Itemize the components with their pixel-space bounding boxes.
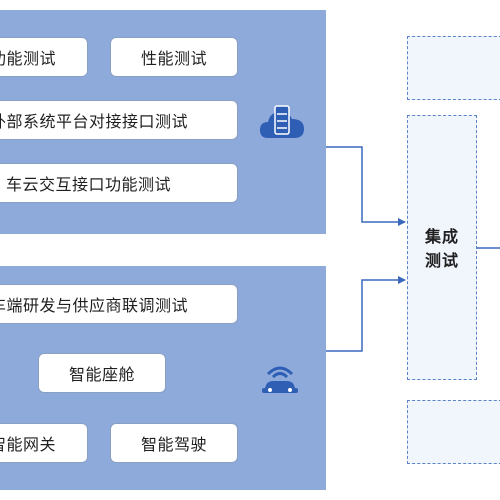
smart-gateway-label: 智能网关 (0, 435, 57, 454)
integration-test-label: 集成 测试 (407, 225, 477, 273)
smart-cockpit-box: 智能座舱 (38, 353, 166, 393)
integration-label-line2: 测试 (424, 251, 459, 270)
functional-test-label: 功能测试 (0, 49, 57, 68)
top-group-connector (326, 146, 406, 226)
connected-car-icon (260, 360, 300, 396)
right-bottom-dashed-box (407, 400, 500, 464)
smart-driving-label: 智能驾驶 (140, 435, 207, 454)
functional-test-box: 功能测试 (0, 37, 88, 77)
integration-label-line1: 集成 (424, 227, 459, 246)
supplier-joint-test-box: 车端研发与供应商联调测试 (0, 284, 238, 324)
performance-test-box: 性能测试 (110, 37, 238, 77)
bottom-group-connector (326, 276, 406, 352)
smart-gateway-box: 智能网关 (0, 423, 88, 463)
performance-test-label: 性能测试 (140, 49, 207, 68)
external-interface-test-label: 外部系统平台对接接口测试 (0, 112, 189, 131)
smart-driving-box: 智能驾驶 (110, 423, 238, 463)
vehicle-cloud-test-label: 车云交互接口功能测试 (6, 175, 172, 194)
integration-test-box (407, 115, 477, 380)
external-interface-test-box: 外部系统平台对接接口测试 (0, 100, 238, 140)
smart-cockpit-label: 智能座舱 (68, 365, 135, 384)
right-top-dashed-box (407, 36, 500, 100)
cloud-server-icon (258, 104, 306, 140)
supplier-joint-test-label: 车端研发与供应商联调测试 (0, 296, 189, 315)
vehicle-cloud-test-box: 车云交互接口功能测试 (0, 163, 238, 203)
